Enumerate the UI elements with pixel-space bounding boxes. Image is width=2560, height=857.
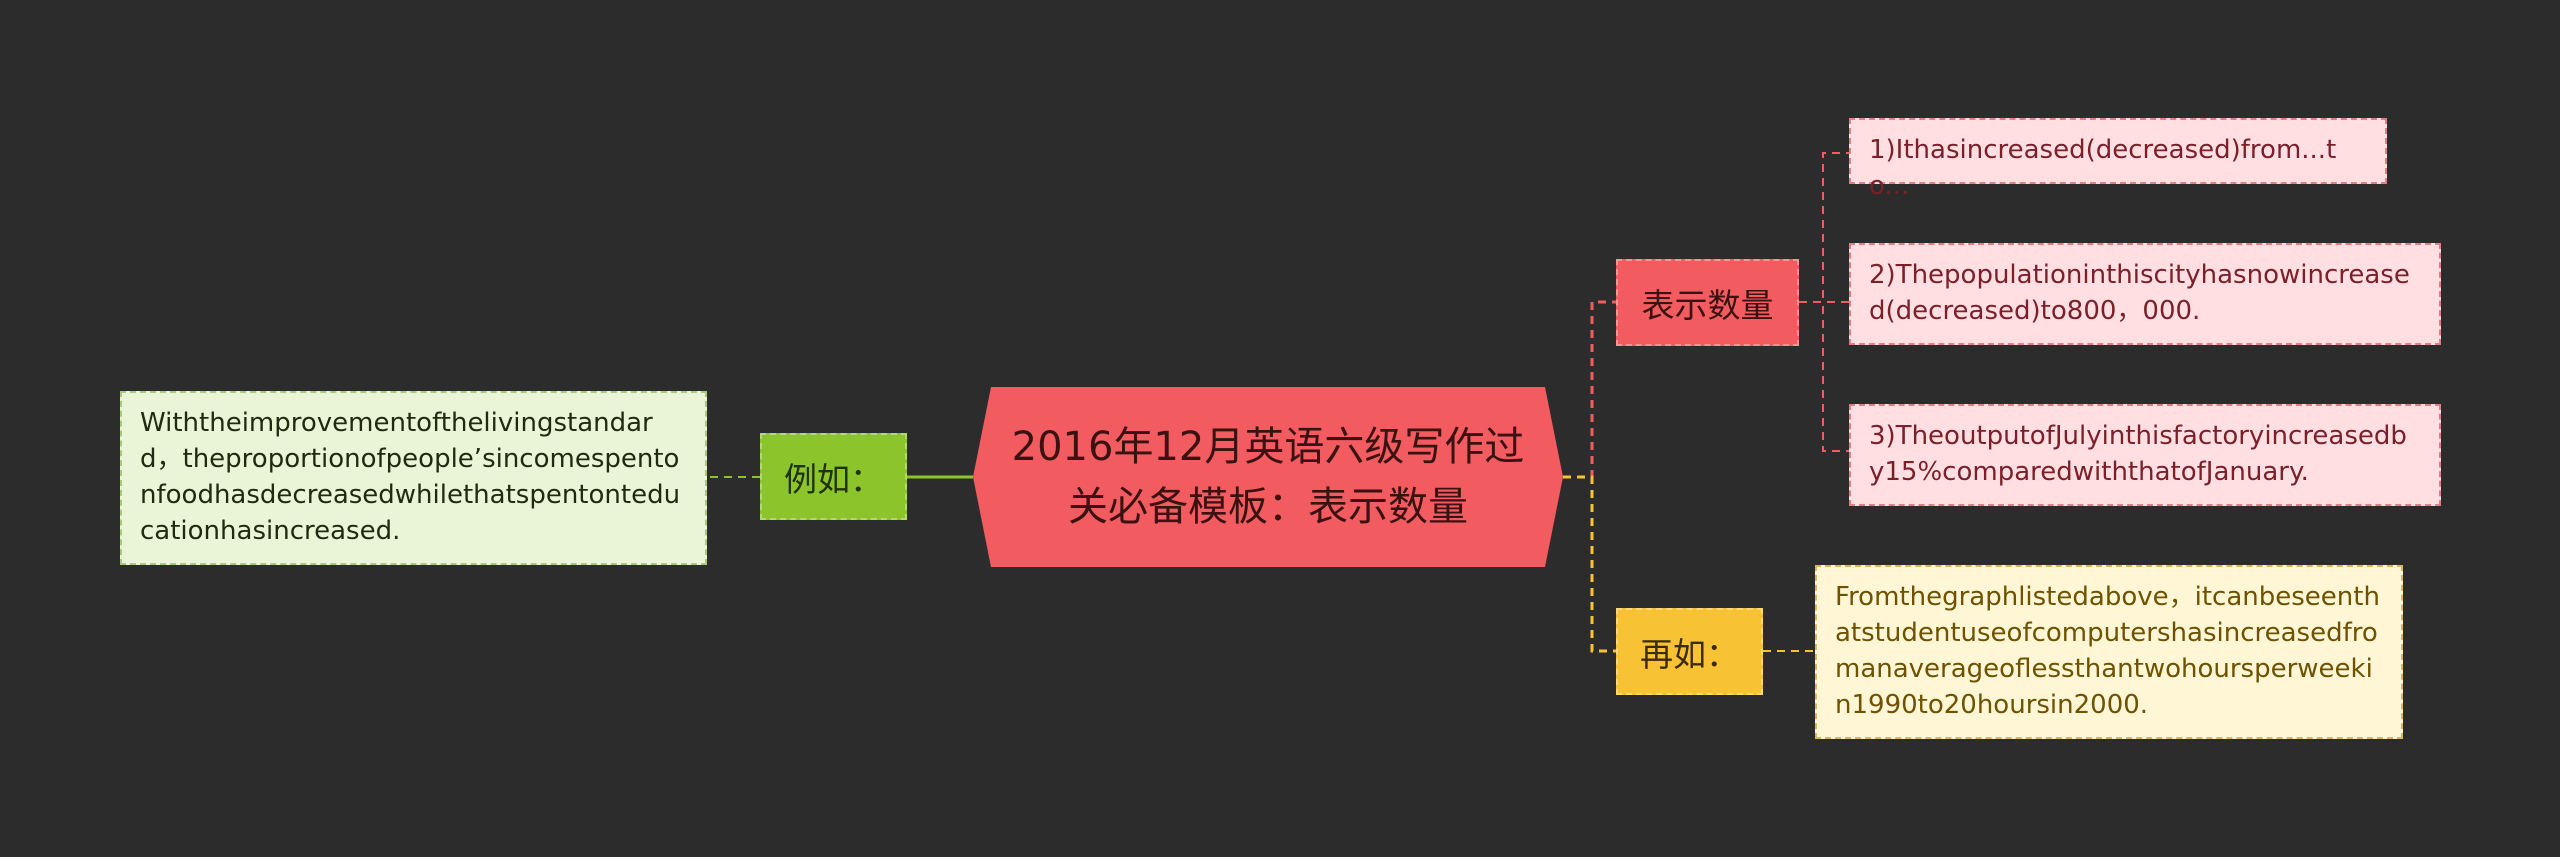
leaf-quantity-2[interactable]: 2)Thepopulationinthiscityhasnowincreased… [1849, 243, 2441, 345]
leaf-example-1-text: Withtheimprovementofthelivingstandard，th… [140, 408, 681, 546]
branch-quantity-label: 表示数量 [1641, 285, 1774, 325]
root-shape [973, 387, 1563, 567]
branch-example-label: 例如： [784, 459, 883, 499]
leaf-quantity-1-text: 1)Ithasincreased(decreased)from...to... [1869, 135, 2337, 201]
link-root-quantity [1563, 300, 1616, 479]
leaf-quantity-2-text: 2)Thepopulationinthiscityhasnowincreased… [1869, 260, 2410, 326]
branch-example[interactable]: 例如： [760, 433, 907, 520]
branch-again-label: 再如： [1640, 634, 1739, 674]
leaf-quantity-3-text: 3)TheoutputofJulyinthisfactoryincreasedb… [1869, 421, 2407, 487]
leaf-quantity-3[interactable]: 3)TheoutputofJulyinthisfactoryincreasedb… [1849, 404, 2441, 506]
branch-quantity[interactable]: 表示数量 [1616, 259, 1799, 346]
leaf-again-1[interactable]: Fromthegraphlistedabove，itcanbeseenthats… [1815, 565, 2403, 739]
root-node[interactable]: 2016年12月英语六级写作过关必备模板：表示数量 [973, 387, 1563, 567]
leaf-example-1[interactable]: Withtheimprovementofthelivingstandard，th… [120, 391, 707, 565]
link-quantity-leaf1 [1799, 152, 1849, 303]
branch-again[interactable]: 再如： [1616, 608, 1763, 695]
link-root-again [1563, 475, 1616, 653]
root-title: 2016年12月英语六级写作过关必备模板：表示数量 [1011, 424, 1525, 530]
link-quantity-leaf3 [1799, 301, 1849, 452]
leaf-quantity-1[interactable]: 1)Ithasincreased(decreased)from...to... [1849, 118, 2387, 201]
leaf-again-1-text: Fromthegraphlistedabove，itcanbeseenthats… [1835, 582, 2380, 720]
